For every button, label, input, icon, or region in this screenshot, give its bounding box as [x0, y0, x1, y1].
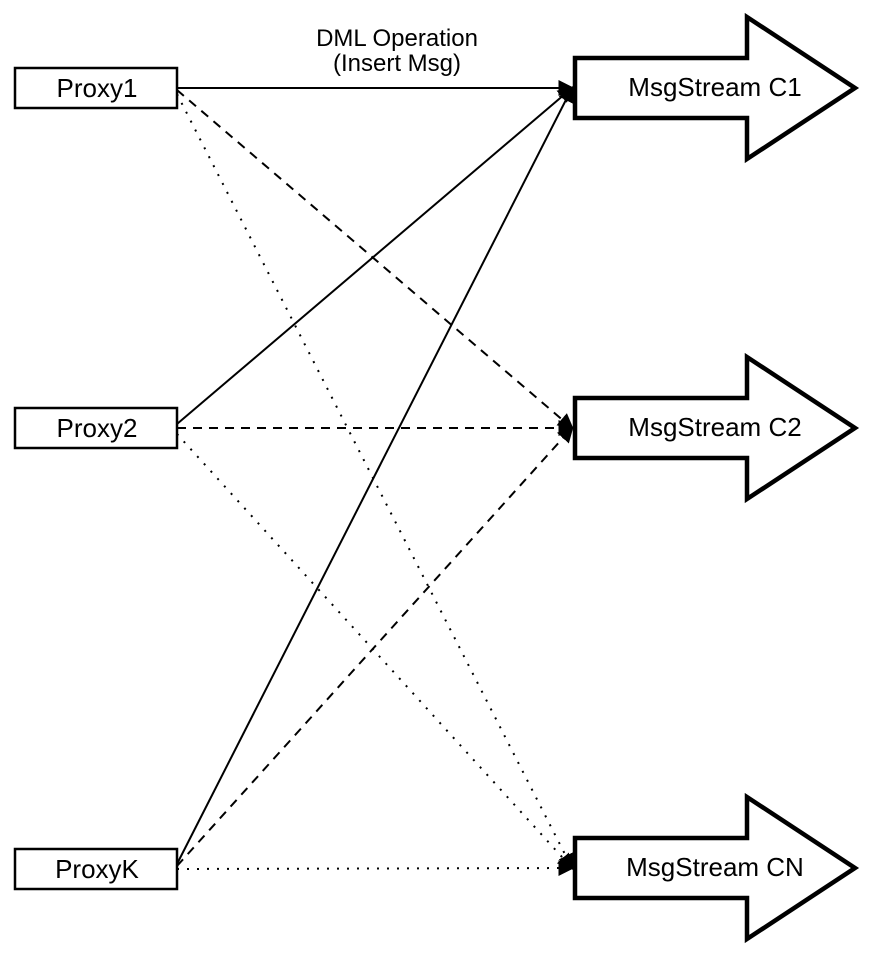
- edge-proxyk-to-msgstream-c2: [176, 426, 574, 867]
- proxy2-box: [13, 406, 179, 450]
- msgstream-c1-label: MsgStream C1: [628, 72, 801, 102]
- edge-proxy2-to-msgstream-c1: [176, 86, 574, 425]
- edge-proxy1-to-msgstream-cn: [176, 93, 574, 871]
- edge-proxy2-to-msgstream-cn: [176, 433, 574, 870]
- edge-proxyk-to-msgstream-cn: [176, 860, 575, 877]
- proxy2-label: Proxy2: [57, 413, 138, 443]
- msgstream-c1-arrow-shape: [572, 12, 860, 164]
- edge-title-line1: DML Operation: [316, 25, 478, 52]
- edge-proxy1-to-msgstream-c2: [176, 89, 574, 430]
- msgstream-cn-arrow-shape: [572, 792, 860, 944]
- proxy1-label: Proxy1: [57, 73, 138, 103]
- msgstream-cn-label: MsgStream CN: [626, 852, 804, 882]
- edge-proxyk-to-msgstream-c1: [176, 85, 574, 865]
- proxyk-box: [13, 847, 179, 891]
- msgstream-c2-label: MsgStream C2: [628, 412, 801, 442]
- proxy1-box: [13, 66, 179, 110]
- msgstream-c2-arrow-shape: [572, 352, 860, 504]
- edge-title-line2: (Insert Msg): [333, 50, 461, 77]
- proxyk-label: ProxyK: [55, 854, 139, 884]
